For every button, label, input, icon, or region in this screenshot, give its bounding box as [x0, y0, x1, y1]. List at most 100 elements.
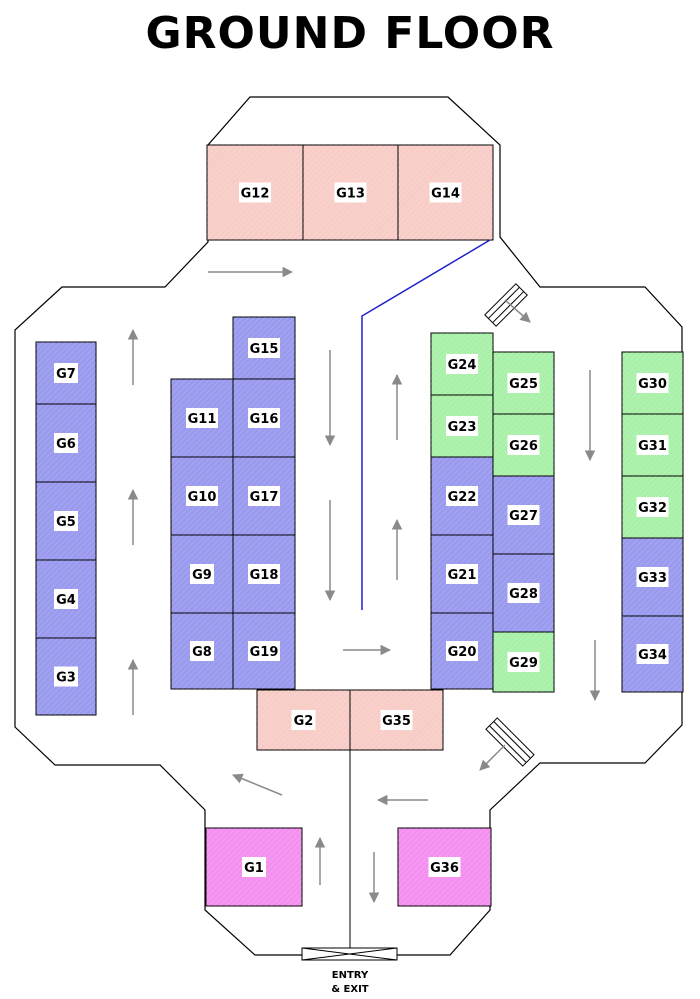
stall-label: G33 [638, 571, 667, 586]
stall-label-bg [334, 182, 367, 203]
stall-label: G22 [448, 490, 477, 505]
stall-label: G23 [448, 420, 477, 435]
stall-g26[interactable]: G26 [492, 413, 555, 477]
stall-label-bg [54, 511, 78, 531]
stall-g18[interactable]: G18 [232, 534, 296, 614]
stall-label: G15 [250, 342, 279, 357]
stall-label: G12 [241, 187, 270, 202]
stall-label: G6 [56, 437, 76, 452]
stall-label: G28 [509, 587, 538, 602]
stall-g25[interactable]: G25 [492, 351, 555, 415]
stall-label-bg [446, 486, 478, 506]
stall-label-bg [446, 416, 478, 436]
stall-label-bg [190, 564, 214, 584]
stall-g30[interactable]: G30 [621, 351, 684, 415]
stall-label-bg [248, 564, 280, 584]
stall-label: G18 [250, 568, 279, 583]
stall-label-bg [186, 408, 218, 428]
stall-label: G7 [56, 367, 76, 382]
stall-label: G25 [509, 377, 538, 392]
stall-label: G1 [244, 861, 264, 876]
stall-label: G27 [509, 509, 538, 524]
stall-g14[interactable]: G14 [397, 144, 494, 241]
stall-label: G34 [638, 648, 667, 663]
stall-g22[interactable]: G22 [430, 456, 494, 536]
stall-label-bg [248, 408, 280, 428]
stall-g32[interactable]: G32 [621, 475, 684, 539]
stall-label: G3 [56, 671, 76, 686]
stall-g1[interactable]: G1 [205, 827, 303, 907]
stall-label-bg [446, 354, 478, 374]
entry-label-line2: & EXIT [331, 984, 368, 995]
stall-g27[interactable]: G27 [492, 475, 555, 555]
stall-label: G2 [294, 714, 314, 729]
stall-label: G8 [192, 645, 212, 660]
stall-g9[interactable]: G9 [170, 534, 234, 614]
stall-label: G32 [638, 501, 667, 516]
stall-label-bg [54, 589, 78, 609]
stall-label: G14 [431, 187, 460, 202]
stall-label: G26 [509, 439, 538, 454]
stall-label-bg [636, 373, 669, 393]
stall-g5[interactable]: G5 [35, 481, 97, 561]
stall-label: G11 [188, 412, 217, 427]
stall-label: G10 [188, 490, 217, 505]
stall-label: G16 [250, 412, 279, 427]
stall-g29[interactable]: G29 [492, 631, 555, 693]
stall-label: G20 [448, 645, 477, 660]
stall-g10[interactable]: G10 [170, 456, 234, 536]
stall-label-bg [446, 641, 478, 661]
stall-g7[interactable]: G7 [35, 341, 97, 405]
lower-right-door[interactable] [485, 717, 535, 767]
entry-exit-door[interactable] [301, 947, 398, 961]
stall-label: G21 [448, 568, 477, 583]
stall-label-bg [380, 710, 413, 730]
stall-label: G13 [336, 187, 365, 202]
stall-label-bg [507, 652, 540, 672]
stall-g16[interactable]: G16 [232, 378, 296, 458]
stall-g35[interactable]: G35 [349, 689, 444, 751]
stall-g8[interactable]: G8 [170, 612, 234, 690]
stall-label-bg [636, 497, 669, 517]
stall-label-bg [446, 564, 478, 584]
stall-label: G17 [250, 490, 279, 505]
stall-g19[interactable]: G19 [232, 612, 296, 690]
stall-label: G24 [448, 358, 477, 373]
stall-g2[interactable]: G2 [256, 689, 351, 751]
stall-g31[interactable]: G31 [621, 413, 684, 477]
entry-label-line1: ENTRY [332, 970, 369, 981]
stall-label-bg [242, 857, 266, 877]
stall-g6[interactable]: G6 [35, 403, 97, 483]
stall-label-bg [636, 567, 669, 587]
stall-label-bg [54, 433, 78, 453]
stall-g11[interactable]: G11 [170, 378, 234, 458]
stall-g4[interactable]: G4 [35, 559, 97, 639]
stall-label-bg [190, 641, 214, 661]
flow-arrow [232, 773, 283, 796]
stall-label: G30 [638, 377, 667, 392]
stall-g24[interactable]: G24 [430, 332, 494, 396]
stall-g20[interactable]: G20 [430, 612, 494, 690]
stall-label: G31 [638, 439, 667, 454]
stall-g34[interactable]: G34 [621, 615, 684, 693]
upper-right-door[interactable] [484, 283, 528, 327]
stall-g21[interactable]: G21 [430, 534, 494, 614]
stall-label-bg [507, 505, 540, 525]
stall-label-bg [248, 486, 280, 506]
flow-arrow [504, 299, 531, 323]
stall-g3[interactable]: G3 [35, 637, 97, 716]
stall-label: G36 [430, 861, 459, 876]
stall-label-bg [428, 857, 461, 877]
stall-g28[interactable]: G28 [492, 553, 555, 633]
stall-g36[interactable]: G36 [397, 827, 492, 907]
stall-g33[interactable]: G33 [621, 537, 684, 617]
stall-g17[interactable]: G17 [232, 456, 296, 536]
stall-g23[interactable]: G23 [430, 394, 494, 458]
stall-label-bg [507, 435, 540, 455]
stall-g12[interactable]: G12 [206, 144, 304, 241]
stall-g13[interactable]: G13 [302, 144, 399, 241]
stall-g15[interactable]: G15 [232, 316, 296, 380]
stall-label-bg [429, 182, 462, 203]
stall-label: G35 [382, 714, 411, 729]
